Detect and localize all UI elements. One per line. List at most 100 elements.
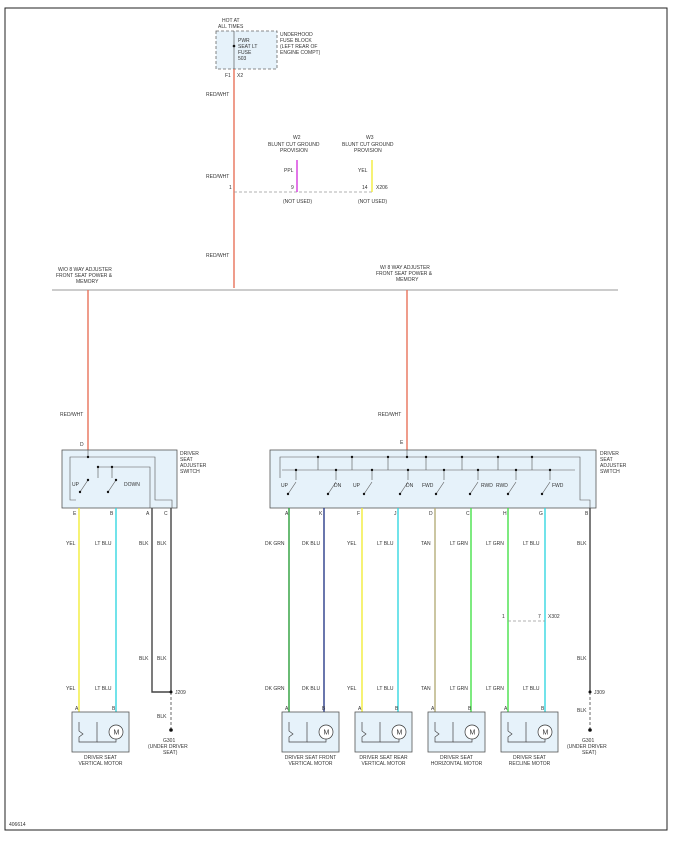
right-ltblu-label-top-2: LT BLU (523, 541, 540, 547)
feed-wire-label-1: RED/WHT (206, 92, 229, 98)
w2-pin: 9 (291, 185, 294, 191)
right-dkblu-label-top: DK BLU (302, 541, 320, 547)
motor-internal-wire (97, 739, 117, 743)
motor-symbol: M (114, 730, 120, 737)
left-switch-title2: SEAT (180, 457, 193, 463)
left-switch-feed-pin: D (80, 442, 84, 448)
right-switch-pin-f: F (357, 511, 360, 517)
fuse-pwr: PWR (238, 38, 250, 44)
right-switch-pin-d: D (429, 511, 433, 517)
motor-pin-a: A (285, 706, 289, 712)
right-branch-wire-color: RED/WHT (378, 412, 401, 418)
right-splice-dot (588, 690, 592, 694)
fuse-connector: X2 (237, 73, 243, 79)
w3-pin: 14 (362, 185, 368, 191)
right-switch-pin-j: J (394, 511, 397, 517)
right-tan-label-bottom: TAN (421, 686, 431, 692)
right-switch-pin-k: K (319, 511, 323, 517)
fuse-seat-lt: SEAT LT (238, 44, 257, 50)
right-switch-feed-pin: E (400, 440, 404, 446)
left-blk-label-a-top: BLK (139, 541, 149, 547)
w3-wire-color: YEL (358, 168, 368, 174)
right-ltgrn-label-top-2: LT GRN (486, 541, 504, 547)
right-splice-label: J309 (594, 690, 605, 696)
w2-line2: PROVISION (280, 148, 308, 154)
left-ground-name: G301 (163, 738, 175, 744)
right-yel-label-top: YEL (347, 541, 357, 547)
w2-wire-color: PPL (284, 168, 294, 174)
right-switch-pin-g: G (539, 511, 543, 517)
left-switch-pin-e: E (73, 511, 77, 517)
right-ltgrn-label-bottom-2: LT GRN (486, 686, 504, 692)
right-switch-label-6: RWD (481, 483, 493, 489)
fuse-dot (232, 44, 236, 48)
right-ground-loc1: (UNDER DRIVER (567, 744, 607, 750)
fuse-block-line4: ENGINE COMPT) (280, 50, 321, 56)
left-yel-label-bottom: YEL (66, 686, 76, 692)
right-tan-label-top: TAN (421, 541, 431, 547)
motor-name-line2: VERTICAL MOTOR (78, 761, 122, 767)
left-ground-loc2: SEAT) (163, 750, 178, 756)
x302-pin7: 7 (538, 614, 541, 620)
left-switch-title1: DRIVER (180, 451, 199, 457)
motor-name-line2: VERTICAL MOTOR (288, 761, 332, 767)
right-ltgrn-label-top-1: LT GRN (450, 541, 468, 547)
right-branch-line2: FRONT SEAT POWER & (376, 271, 433, 277)
left-yel-label-top: YEL (66, 541, 76, 547)
motor-symbol: M (397, 730, 403, 737)
w2-title: W2 (293, 135, 301, 141)
right-dkgrn-label-top: DK GRN (265, 541, 285, 547)
left-splice-dot (169, 690, 173, 694)
right-blk-label-top: BLK (577, 541, 587, 547)
left-blk-label-ground: BLK (157, 714, 167, 720)
right-yel-label-bottom: YEL (347, 686, 357, 692)
left-switch-internal (69, 450, 173, 508)
right-ltblu-label-bottom-2: LT BLU (523, 686, 540, 692)
right-switch-label-3: UP (353, 483, 361, 489)
fuse-fuse: FUSE (238, 50, 252, 56)
motor-symbol: M (324, 730, 330, 737)
motor-pin-a: A (75, 706, 79, 712)
motor-internal-wire (380, 739, 400, 743)
right-ground-loc2: SEAT) (582, 750, 597, 756)
left-blk-label-a-mid: BLK (139, 656, 149, 662)
left-switch-title4: SWITCH (180, 469, 200, 475)
motor-name-line1: DRIVER SEAT (84, 755, 117, 761)
motor-pin-a: A (504, 706, 508, 712)
motor-name-line2: VERTICAL MOTOR (361, 761, 405, 767)
right-branch-line1: W/ 8 WAY ADJUSTER (380, 265, 430, 271)
right-switch-title4: SWITCH (600, 469, 620, 475)
w3-line2: PROVISION (354, 148, 382, 154)
hot-at-all-times-line1: HOT AT (222, 18, 240, 24)
fuse-block-line3: (LEFT REAR OF (280, 44, 317, 50)
hot-at-all-times-line2: ALL TIMES (218, 24, 244, 30)
motor-internal-wire (453, 739, 473, 743)
right-ltblu-label-top-1: LT BLU (377, 541, 394, 547)
diagram-frame (4, 7, 668, 831)
fuse-pin: F1 (225, 73, 231, 79)
motor-internal-wire (307, 739, 327, 743)
w3-line1: BLUNT CUT GROUND (342, 142, 394, 148)
right-ltgrn-label-bottom-1: LT GRN (450, 686, 468, 692)
w3-title: W3 (366, 135, 374, 141)
provision-pin1: 1 (229, 185, 232, 191)
motor-symbol: M (470, 730, 476, 737)
right-switch-pin-a: A (285, 511, 289, 517)
left-switch-up: UP (72, 482, 80, 488)
left-switch-title3: ADJUSTER (180, 463, 207, 469)
left-branch-line1: W/O 8 WAY ADJUSTER (58, 267, 112, 273)
left-ltblu-label-top: LT BLU (95, 541, 112, 547)
right-ltblu-label-bottom-1: LT BLU (377, 686, 394, 692)
left-ltblu-label-bottom: LT BLU (95, 686, 112, 692)
left-switch-down: DOWN (124, 482, 140, 488)
right-blk-label-mid: BLK (577, 656, 587, 662)
motor-pin-b: B (112, 706, 116, 712)
motor-pin-b: B (468, 706, 472, 712)
left-ground-loc1: (UNDER DRIVER (148, 744, 188, 750)
